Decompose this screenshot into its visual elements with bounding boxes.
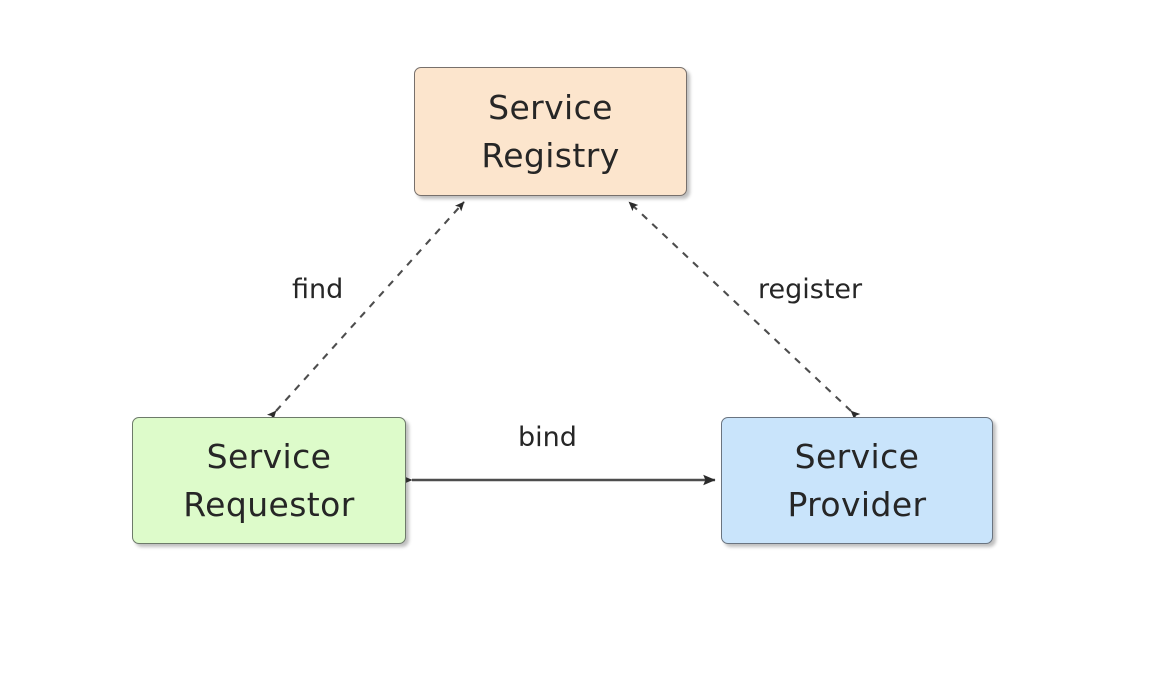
node-service-requestor-line-2: Requestor [183, 484, 355, 524]
edge-label-register: register [753, 274, 868, 306]
node-service-registry[interactable]: Service Registry [414, 67, 687, 196]
edge-register-line [628, 201, 861, 421]
node-service-provider-line-2: Provider [787, 484, 927, 524]
edge-find-line [266, 201, 465, 421]
node-service-provider[interactable]: Service Provider [721, 417, 993, 544]
node-service-provider-line-1: Service [794, 436, 920, 476]
edge-label-bind: bind [513, 422, 582, 454]
edge-label-find: find [287, 274, 349, 306]
node-service-registry-line-1: Service [488, 87, 613, 127]
node-service-requestor[interactable]: Service Requestor [132, 417, 406, 544]
node-service-registry-line-2: Registry [481, 135, 620, 175]
node-service-requestor-line-1: Service [206, 436, 332, 476]
